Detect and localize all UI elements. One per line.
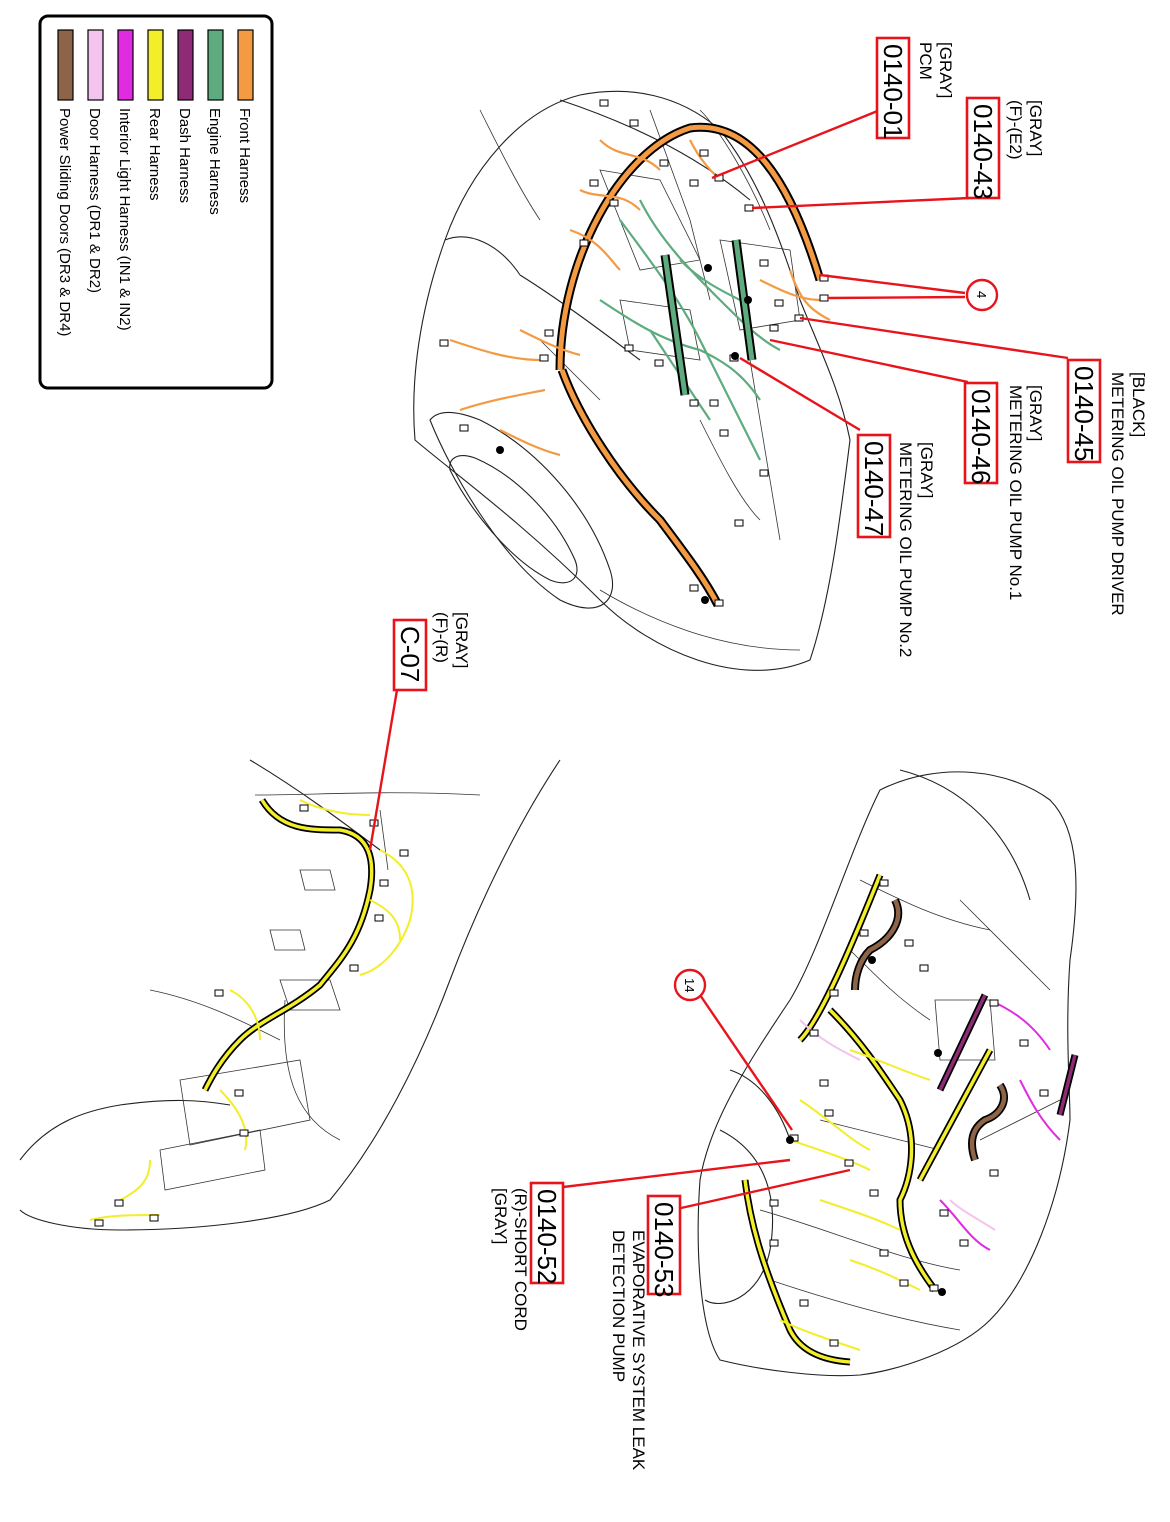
legend-label-interior-light: Interior Light Harness (IN1 & IN2) <box>116 108 133 331</box>
connector-code-0140-01: 0140-01 <box>878 44 908 139</box>
floor-illustration <box>19 759 561 1231</box>
connector-color-0140-47: [GRAY] <box>917 442 936 498</box>
legend-swatch-engine <box>207 29 224 101</box>
connector-name-0140-47: METERING OIL PUMP No.2 <box>896 442 915 657</box>
connector-code-0140-52: 0140-52 <box>532 1189 562 1284</box>
legend: Front Harness Engine Harness Dash Harnes… <box>38 14 274 390</box>
connector-0140-01: 0140-01 [GRAY] PCM <box>875 36 955 139</box>
legend-label-engine: Engine Harness <box>206 108 223 215</box>
legend-label-dash: Dash Harness <box>176 108 193 203</box>
legend-swatch-interior-light <box>117 29 134 101</box>
rear-illustration <box>697 769 1079 1377</box>
connector-code-0140-46: 0140-46 <box>966 389 996 484</box>
connector-code-0140-53: 0140-53 <box>649 1202 679 1297</box>
connector-name-0140-53-line2: DETECTION PUMP <box>609 1230 628 1382</box>
connector-color-0140-45: [BLACK] <box>1129 372 1148 437</box>
connector-name-0140-01: PCM <box>916 42 935 80</box>
callout-14-label: 14 <box>682 978 697 992</box>
connector-c-07: C-07 [GRAY] (F)-(R) <box>392 612 471 692</box>
connector-code-0140-47: 0140-47 <box>859 441 889 536</box>
leader-lines <box>368 108 1069 1217</box>
callout-14: 14 <box>673 968 707 1002</box>
connector-name-c-07: (F)-(R) <box>432 612 451 663</box>
connector-color-0140-43: [GRAY] <box>1026 100 1045 156</box>
legend-swatch-dash <box>177 29 194 101</box>
legend-swatch-power-sliding <box>57 29 74 101</box>
legend-label-rear: Rear Harness <box>146 108 163 201</box>
connector-name-0140-46: METERING OIL PUMP No.1 <box>1006 385 1025 600</box>
legend-swatch-door <box>87 29 104 101</box>
legend-label-power-sliding: Power Sliding Doors (DR3 & DR4) <box>56 108 73 336</box>
connector-color-0140-52: [GRAY] <box>491 1188 510 1244</box>
connector-code-0140-45: 0140-45 <box>1069 366 1099 461</box>
connector-code-c-07: C-07 <box>395 626 425 682</box>
connector-name-0140-53-line1: EVAPORATIVE SYSTEM LEAK <box>629 1230 648 1471</box>
connector-code-0140-43: 0140-43 <box>968 104 998 199</box>
legend-label-door: Door Harness (DR1 & DR2) <box>86 108 103 293</box>
connector-name-0140-45: METERING OIL PUMP DRIVER <box>1108 372 1127 616</box>
connector-0140-45: 0140-45 [BLACK] METERING OIL PUMP DRIVER <box>1066 358 1148 616</box>
connector-0140-46: 0140-46 [GRAY] METERING OIL PUMP No.1 <box>963 381 1045 600</box>
connector-0140-52: 0140-52 (R)-SHORT CORD [GRAY] <box>491 1181 565 1331</box>
connector-color-0140-46: [GRAY] <box>1026 385 1045 441</box>
legend-swatch-rear <box>147 29 164 101</box>
connector-0140-53: 0140-53 EVAPORATIVE SYSTEM LEAK DETECTIO… <box>609 1194 682 1471</box>
connector-0140-43: 0140-43 [GRAY] (F)-(E2) <box>965 96 1045 199</box>
connector-0140-47: 0140-47 [GRAY] METERING OIL PUMP No.2 <box>856 433 936 657</box>
connector-color-0140-01: [GRAY] <box>936 42 955 98</box>
legend-label-front: Front Harness <box>236 108 253 203</box>
callout-4-label: 4 <box>974 291 989 298</box>
engine-bay-illustration <box>413 90 851 671</box>
connector-name-0140-52: (R)-SHORT CORD <box>511 1188 530 1331</box>
connector-color-c-07: [GRAY] <box>452 612 471 668</box>
legend-swatch-front <box>237 29 254 101</box>
callout-4: 4 <box>965 278 999 312</box>
connector-name-0140-43: (F)-(E2) <box>1006 100 1025 159</box>
